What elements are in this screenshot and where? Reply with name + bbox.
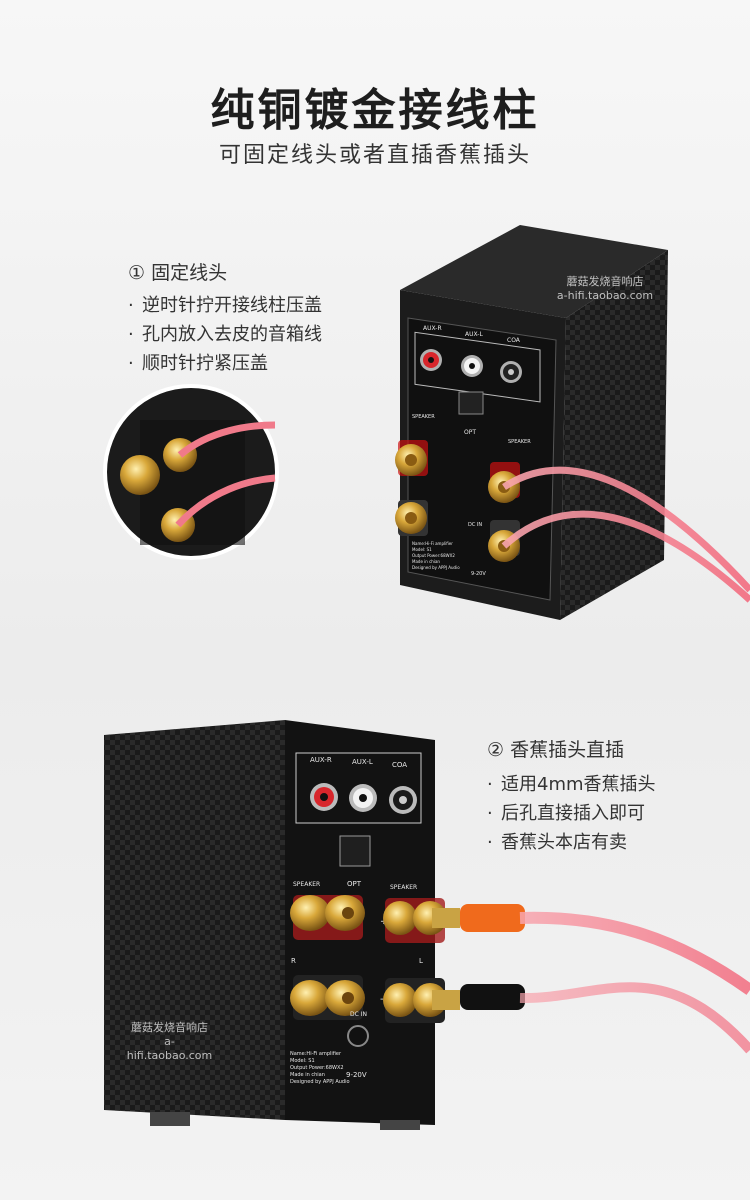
rca-jack-coax-2	[389, 786, 417, 814]
list-item: ·逆时针拧开接线柱压盖	[128, 295, 322, 316]
dc-in-label: DC IN	[468, 522, 482, 528]
zoom-inset	[103, 384, 279, 560]
page-title: 纯铜镀金接线柱	[210, 85, 540, 136]
opt-label: OPT	[464, 429, 476, 436]
aux-l-label: AUX-L	[465, 331, 483, 338]
speaker-label-2-right: SPEAKER	[390, 884, 417, 891]
list-item: ·适用4mm香蕉插头	[487, 774, 656, 795]
binding-post2-left-bottom	[290, 975, 365, 1020]
minus-sign-2: -	[380, 994, 384, 1005]
coa-label: COA	[507, 337, 521, 344]
list-item: ·顺时针拧紧压盖	[128, 353, 268, 374]
binding-post-left-bottom	[395, 500, 428, 536]
rca-jack-red	[420, 349, 442, 371]
amp2-side-face	[104, 720, 285, 1120]
r-label-2: R	[291, 957, 296, 965]
binding-post2-left-top	[290, 895, 365, 940]
speaker-cable-bottom	[501, 510, 750, 603]
page-subtitle: 可固定线头或者直插香蕉插头	[218, 143, 531, 168]
spec-power: Output Power:68WX2	[412, 553, 455, 558]
amp-top-face	[400, 225, 668, 318]
watermark-bottom: 蘑菇发烧音响店 a-hifi.taobao.com	[126, 1021, 213, 1062]
aux-l-label-2: AUX-L	[352, 758, 373, 766]
speaker-cable2-bottom	[519, 982, 750, 1054]
spec-designed-2: Designed by APPJ Audio	[290, 1079, 350, 1085]
rca-jack-coax	[500, 361, 522, 383]
speaker-cable2-top	[519, 911, 750, 995]
rca-jack-white	[461, 355, 483, 377]
aux-r-label: AUX-R	[423, 325, 442, 332]
section1-bullet-list: ·逆时针拧开接线柱压盖 ·孔内放入去皮的音箱线 ·顺时针拧紧压盖	[128, 291, 322, 378]
rca-jack-white-2	[349, 784, 377, 812]
list-item: ·香蕉头本店有卖	[487, 832, 627, 853]
opt-label-2: OPT	[347, 880, 362, 888]
optical-port-2	[339, 835, 371, 867]
spec-made: Made in chian	[412, 559, 440, 564]
spec-power-2: Output Power:68WX2	[290, 1065, 344, 1071]
l-label-2: L	[419, 957, 423, 965]
spec-made-2: Made in chian	[290, 1072, 325, 1078]
section2-bullet-list: ·适用4mm香蕉插头 ·后孔直接插入即可 ·香蕉头本店有卖	[487, 770, 656, 857]
voltage-label: 9-20V	[471, 571, 486, 577]
banana-plug-black	[432, 984, 525, 1010]
speaker-cable-top	[502, 466, 750, 593]
watermark-top: 蘑菇发烧音响店 a-hifi.taobao.com	[556, 275, 654, 302]
section2-heading: ② 香蕉插头直插	[487, 739, 625, 761]
rca-section-2	[295, 752, 422, 824]
section1-heading: ① 固定线头	[128, 262, 228, 284]
dc-in-jack-2	[347, 1025, 369, 1047]
aux-r-label-2: AUX-R	[310, 756, 332, 764]
optical-port	[458, 391, 484, 415]
spec-model-2: Model: S1	[290, 1058, 315, 1064]
voltage-label-2: 9-20V	[346, 1071, 367, 1079]
banana-plug-red	[432, 904, 525, 932]
binding-post-left-top	[395, 440, 428, 476]
dc-in-label-2: DC IN	[350, 1011, 367, 1018]
list-item: ·后孔直接插入即可	[487, 803, 645, 824]
rca-jack-red-2	[310, 783, 338, 811]
speaker-label-2-left: SPEAKER	[293, 881, 320, 888]
list-item: ·孔内放入去皮的音箱线	[128, 324, 322, 345]
coa-label-2: COA	[392, 761, 407, 769]
amp2-foot-right	[380, 1120, 420, 1130]
spec-model: Model: S1	[412, 547, 432, 552]
speaker-label-right: SPEAKER	[508, 439, 531, 445]
amp2-foot-left	[150, 1112, 190, 1126]
spec-name: Name:Hi-Fi amplifier	[412, 541, 453, 546]
speaker-label-left: SPEAKER	[412, 414, 435, 420]
spec-designed: Designed by APPJ Audio	[412, 565, 460, 570]
spec-name-2: Name:Hi-Fi amplifier	[290, 1051, 342, 1057]
